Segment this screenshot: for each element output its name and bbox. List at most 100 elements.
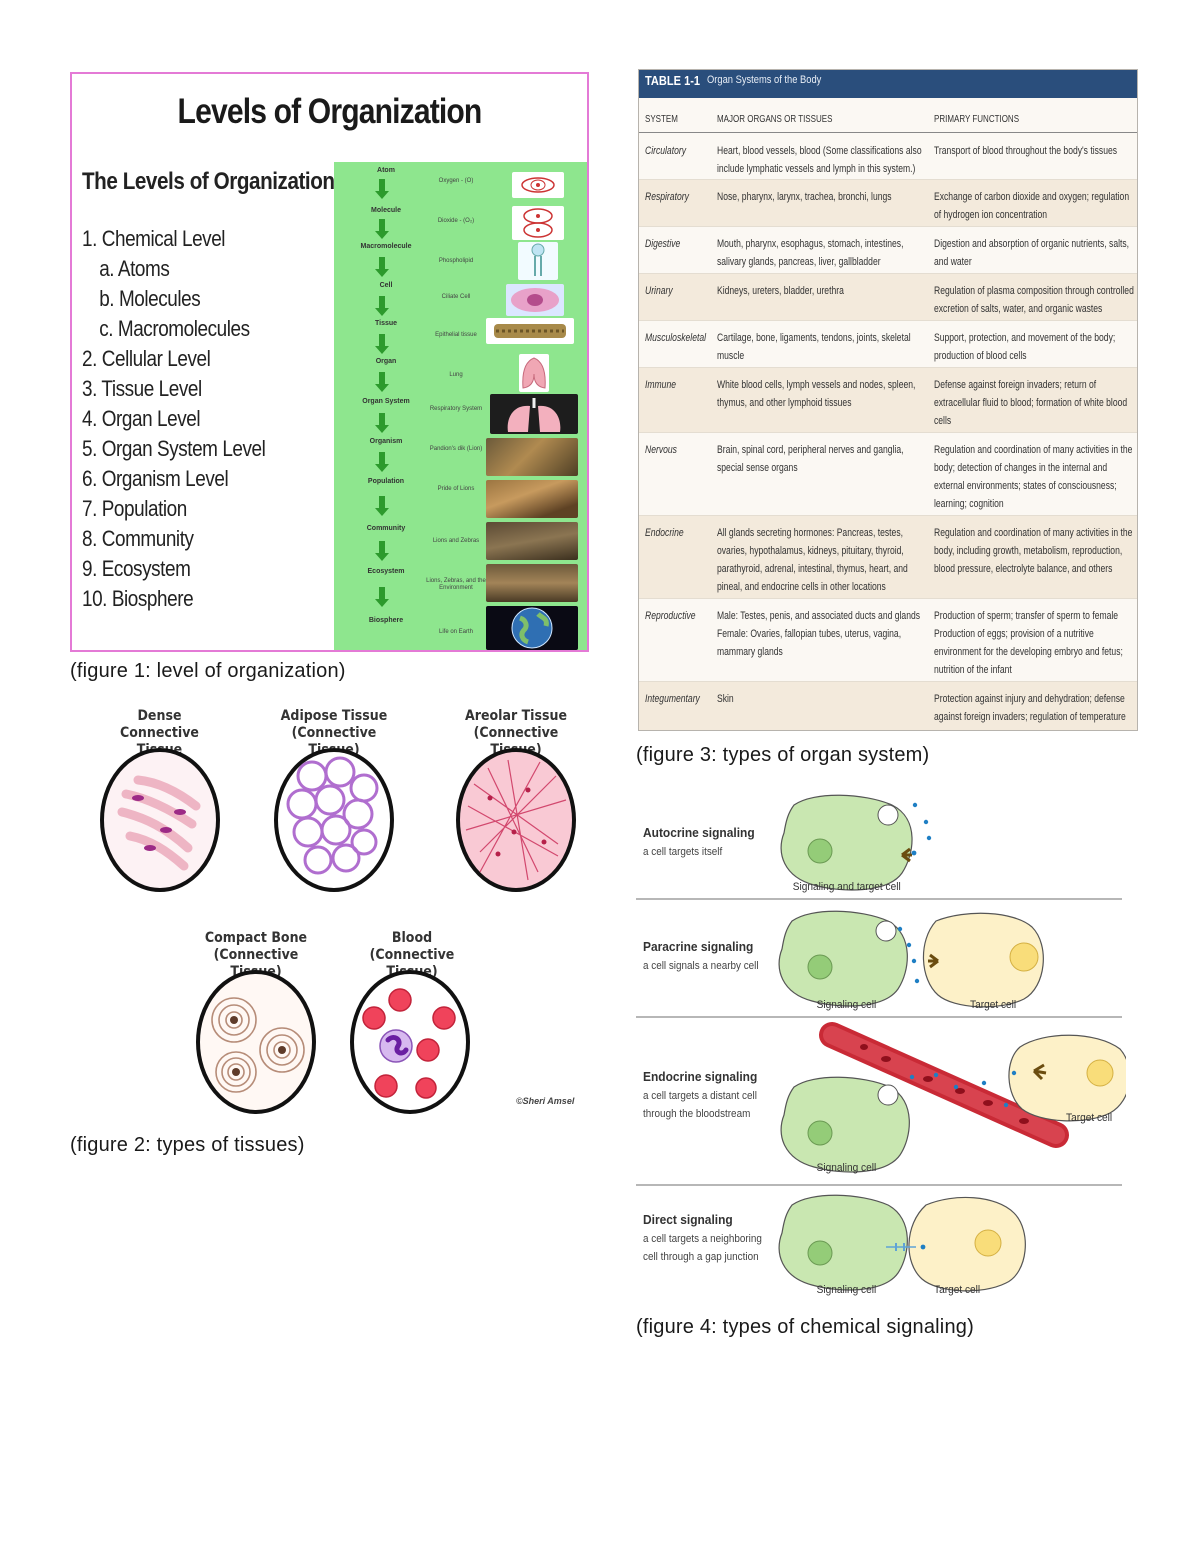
cell-label: Target cell [934,1284,981,1296]
ladder-example: Ciliate Cell [441,294,471,300]
ladder-level-label: Molecule [371,207,401,214]
ecosystem-photo [486,564,578,602]
paracrine-diagram [778,910,1044,1008]
table-number: TABLE 1-1 [645,73,701,88]
signaling-description: a cell targets a distant cell [643,1090,757,1102]
endocrine-diagram [780,1022,1126,1173]
lion-photo [486,438,578,476]
table-row: Respiratory Nose, pharynx, larynx, trach… [639,180,1137,227]
ladder-example: Lions, Zebras, and the Environment [426,578,486,591]
cell-functions: Regulation and coordination of many acti… [934,527,1133,575]
table-row: Digestive Mouth, pharynx, esophagus, sto… [639,227,1137,274]
cell-system: Reproductive [645,610,696,622]
ladder-example: Lung [449,372,463,378]
figure1-subtitle: The Levels of Organization [82,168,335,195]
tissue-name: Compact Bone [204,930,308,946]
cell-functions: Transport of blood throughout the body's… [934,145,1118,157]
cell-organs: Male: Testes, penis, and associated duct… [717,610,921,658]
cell-organs: Cartilage, bone, ligaments, tendons, joi… [717,332,911,362]
ladder-example: Pandion's dik (Lion) [429,446,483,452]
cell-organs: Mouth, pharynx, esophagus, stomach, inte… [717,238,904,268]
cell-organs: All glands secreting hormones: Pancreas,… [717,527,908,593]
cell-organs: Brain, spinal cord, peripheral nerves an… [717,444,904,474]
figure-chemical-signaling: Autocrine signaling a cell targets itsel… [636,785,1126,1305]
pride-photo [486,480,578,518]
list-item: 1. Chemical Level [82,226,226,251]
list-item: 5. Organ System Level [82,436,266,461]
signaling-name: Endocrine signaling [643,1069,758,1084]
figure2-caption: (figure 2: types of tissues) [70,1134,305,1156]
ladder-level-label: Community [366,525,406,532]
list-item: 6. Organism Level [82,466,229,491]
tissue-name: Blood [391,930,433,946]
ladder-level-label: Organ [375,358,397,365]
list-item: 2. Cellular Level [82,346,211,371]
figure1-title: Levels of Organization [177,92,483,131]
table-row: Integumentary Skin Protection against in… [639,682,1137,730]
direct-diagram [778,1194,1026,1292]
earth-icon [486,606,578,650]
signaling-diagrams [778,794,1126,1292]
lung-icon [519,354,549,392]
tissue-name: Adipose Tissue [280,708,388,724]
cell-system: Endocrine [645,527,684,539]
cell-system: Circulatory [645,145,687,157]
cell-system: Digestive [645,238,681,250]
column-header: SYSTEM [645,114,678,125]
cell-functions: Defense against foreign invaders; return… [934,379,1128,427]
cell-functions: Regulation of plasma composition through… [934,285,1134,315]
table-name: Organ Systems of the Body [707,74,822,86]
down-arrow-icon [375,257,389,277]
figure4-caption: (figure 4: types of chemical signaling) [636,1316,974,1338]
table-row: Circulatory Heart, blood vessels, blood … [639,134,1137,180]
list-item: c. Macromolecules [99,316,250,341]
ladder-example: Respiratory System [429,406,483,412]
adipose-tissue-circle [274,748,394,892]
ladder-level-label: Ecosystem [367,568,405,575]
table-row: Musculoskeletal Cartilage, bone, ligamen… [639,321,1137,368]
illustration-credit: ©Sheri Amsel [516,1096,575,1106]
ladder-example: Life on Earth [438,629,474,635]
ladder-example: Epithelial tissue [435,332,477,338]
cell-label: Signaling cell [816,999,877,1011]
cell-organs: Kidneys, ureters, bladder, urethra [717,285,844,297]
ladder-example: Phospholipid [438,258,474,264]
column-header: MAJOR ORGANS OR TISSUES [717,114,833,125]
ladder-level-label: Atom [377,167,395,174]
ladder-example: Lions and Zebras [432,538,480,544]
list-item: 7. Population [82,496,187,521]
cell-label: Signaling cell [816,1162,877,1174]
ladder-level-label: Biosphere [368,617,404,624]
table-row: Immune White blood cells, lymph vessels … [639,368,1137,433]
ladder-example: Dioxide - (O₂) [437,218,475,224]
list-item: 3. Tissue Level [82,376,202,401]
down-arrow-icon [375,372,389,392]
signaling-description: through the bloodstream [643,1108,751,1120]
table-row: Nervous Brain, spinal cord, peripheral n… [639,433,1137,516]
molecule-icon [512,206,564,240]
compact-bone-circle [196,970,316,1114]
levels-ladder-panel: Atom Oxygen - (O) Molecule Dioxide - (O₂… [334,162,587,650]
section-divider [636,1016,1122,1018]
ladder-level-label: Organ System [362,398,410,405]
list-item: 10. Biosphere [82,586,194,611]
down-arrow-icon [375,452,389,472]
cell-functions: Digestion and absorption of organic nutr… [934,238,1130,268]
table-header-bar: TABLE 1-1 Organ Systems of the Body [639,70,1137,98]
signaling-name: Paracrine signaling [643,939,754,954]
cell-system: Immune [645,379,677,391]
figure-organ-systems-table: TABLE 1-1 Organ Systems of the Body SYST… [638,69,1138,731]
down-arrow-icon [375,334,389,354]
phospholipid-icon [518,242,558,280]
cell-label: Signaling and target cell [792,881,901,893]
cell-label: Target cell [1066,1112,1113,1124]
down-arrow-icon [375,413,389,433]
signaling-description: a cell targets itself [643,846,723,858]
down-arrow-icon [375,541,389,561]
figure3-caption: (figure 3: types of organ system) [636,744,930,766]
table-row: Reproductive Male: Testes, penis, and as… [639,599,1137,682]
ladder-example: Pride of Lions [437,486,475,492]
down-arrow-icon [375,179,389,199]
ladder-level-label: Population [367,478,405,485]
down-arrow-icon [375,219,389,239]
